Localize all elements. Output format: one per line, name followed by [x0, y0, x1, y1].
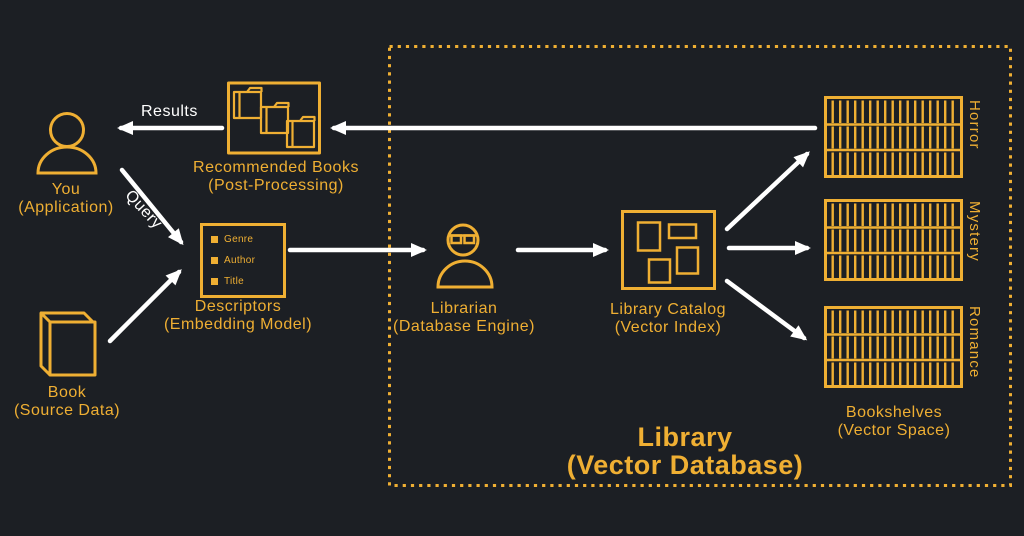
- library-catalog-subtitle: (Vector Index): [614, 319, 722, 336]
- library-boundary-title: Library (Vector Database): [535, 423, 835, 479]
- descriptor-field-label: Genre: [224, 234, 254, 245]
- arrow-book-to-descriptors: [107, 269, 182, 344]
- descriptor-field-genre: Genre: [211, 234, 283, 245]
- shelf-label-horror: Horror: [966, 100, 983, 150]
- results-arrow-label: Results: [141, 103, 198, 120]
- recommended-books-title: Recommended Books: [193, 159, 359, 176]
- descriptors-box: Genre Author Title: [200, 223, 286, 298]
- you-subtitle: (Application): [18, 199, 114, 216]
- bookshelf-romance-icon: [824, 306, 963, 388]
- library-boundary-title-line2: (Vector Database): [566, 450, 804, 480]
- library-catalog-label: Library Catalog (Vector Index): [576, 301, 760, 336]
- library-boundary-title-line1: Library: [637, 422, 733, 452]
- descriptor-field-label: Author: [224, 255, 256, 266]
- descriptors-title: Descriptors: [194, 298, 282, 315]
- bookshelves-label: Bookshelves (Vector Space): [818, 404, 970, 439]
- librarian-icon: [436, 223, 494, 289]
- library-catalog-title: Library Catalog: [610, 301, 726, 318]
- bookshelf-horror-icon: [824, 96, 963, 178]
- shelf-label-romance: Romance: [966, 306, 983, 379]
- arrow-catalog-to-horror: [724, 151, 810, 232]
- descriptor-field-label: Title: [224, 276, 245, 287]
- librarian-label: Librarian (Database Engine): [372, 300, 556, 335]
- library-catalog-icon: [621, 210, 716, 290]
- book-label: Book (Source Data): [0, 384, 143, 419]
- bookshelves-subtitle: (Vector Space): [837, 422, 951, 439]
- bullet-square-icon: [211, 278, 218, 285]
- descriptors-label: Descriptors (Embedding Model): [146, 298, 330, 333]
- arrow-catalog-to-romance: [724, 278, 808, 341]
- bookshelf-mystery-icon: [824, 199, 963, 281]
- bullet-square-icon: [211, 257, 218, 264]
- bullet-square-icon: [211, 236, 218, 243]
- book-title: Book: [47, 384, 87, 401]
- recommended-books-subtitle: (Post-Processing): [208, 177, 344, 194]
- librarian-subtitle: (Database Engine): [393, 318, 535, 335]
- bookshelves-title: Bookshelves: [845, 404, 943, 421]
- book-subtitle: (Source Data): [13, 402, 121, 419]
- bookshelves-icons: [824, 96, 963, 388]
- library-boundary-border: [388, 45, 1012, 487]
- you-title: You: [51, 181, 81, 198]
- arrow-query-you-to-descriptors: [119, 167, 184, 246]
- descriptor-field-author: Author: [211, 255, 283, 266]
- descriptors-subtitle: (Embedding Model): [163, 316, 313, 333]
- recommended-books-label: Recommended Books (Post-Processing): [174, 159, 378, 194]
- shelf-label-mystery: Mystery: [966, 201, 983, 262]
- book-icon: [39, 311, 97, 377]
- you-person-icon: [36, 112, 98, 175]
- descriptor-field-title: Title: [211, 276, 283, 287]
- recommended-books-icon: [227, 81, 321, 155]
- librarian-title: Librarian: [430, 300, 498, 317]
- you-label: You (Application): [0, 181, 142, 216]
